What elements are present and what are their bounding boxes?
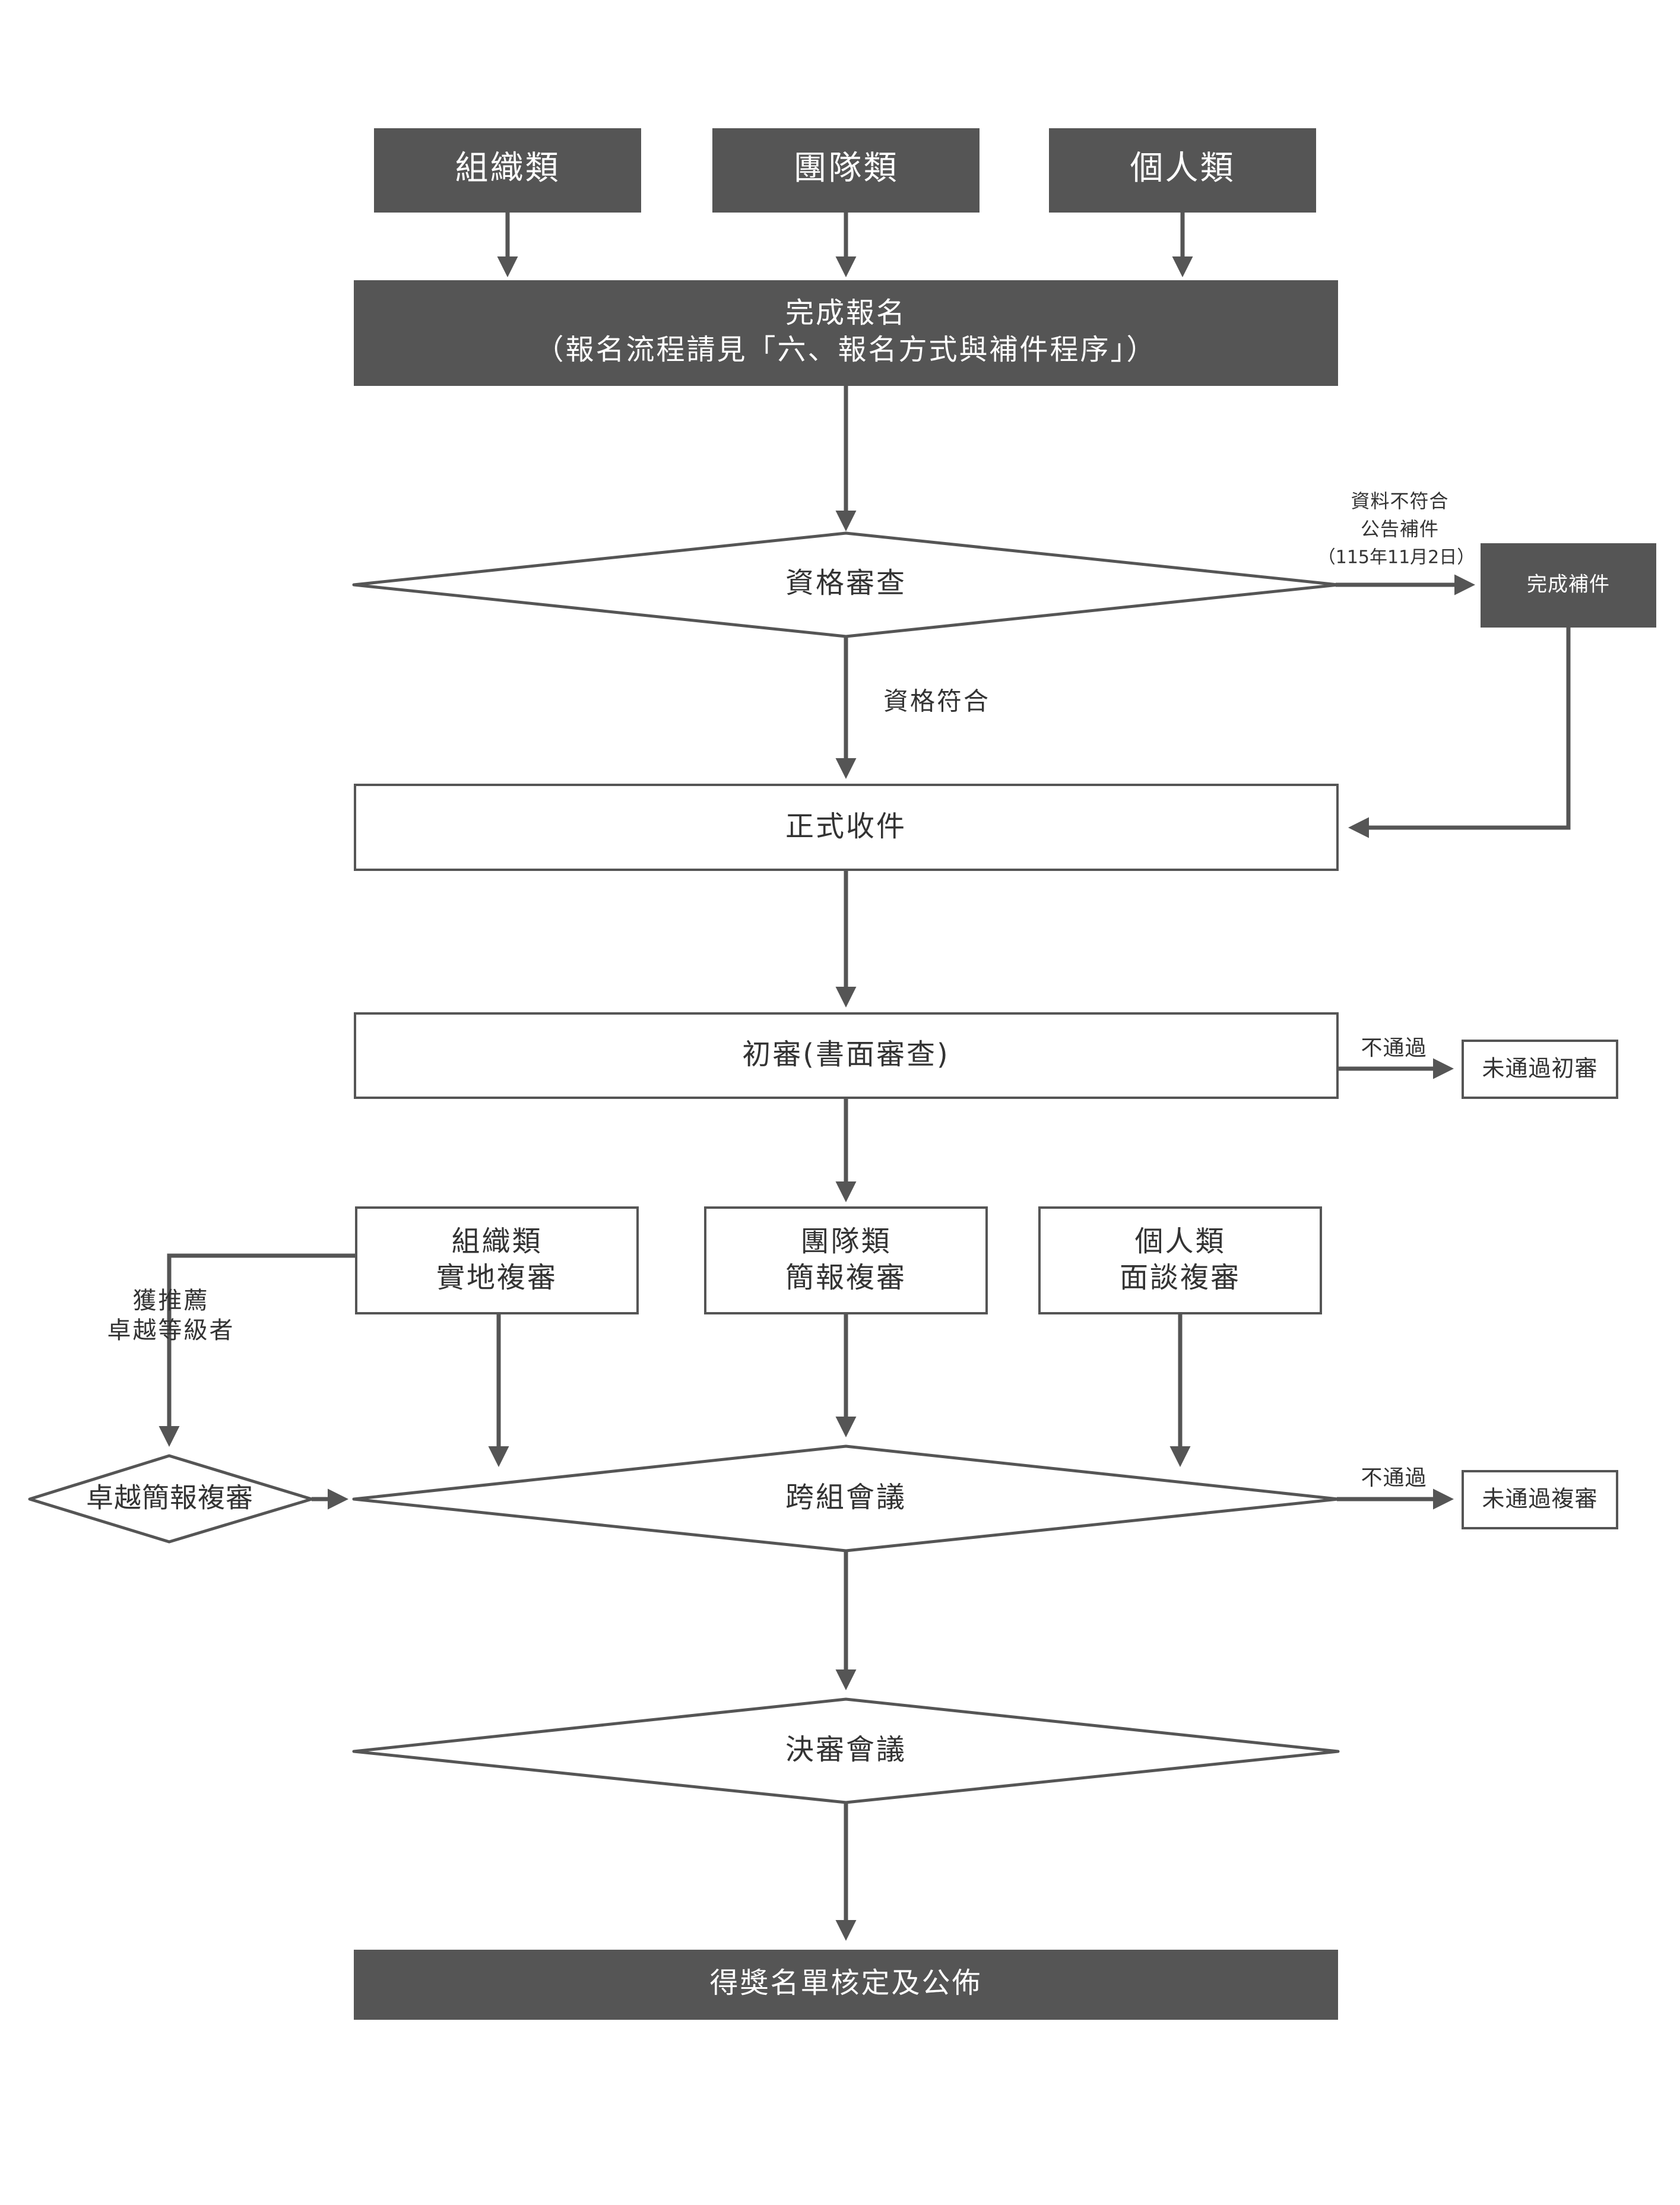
excellence-review-label: 卓越簡報複審 <box>86 1482 253 1514</box>
team-review-line1: 團隊類 <box>800 1225 891 1258</box>
qualification-diamond <box>352 531 1340 638</box>
supplement-note-line1: 資料不符合 <box>1351 490 1448 512</box>
final-meeting-diamond <box>352 1697 1340 1804</box>
org-category-box <box>374 128 641 213</box>
result-label: 得獎名單核定及公佈 <box>709 1966 982 2000</box>
nodes <box>28 128 1656 2020</box>
final-meeting-label: 決審會議 <box>785 1733 906 1766</box>
org-review-box <box>355 1206 639 1314</box>
connectors <box>159 211 1571 1941</box>
team-category-label: 團隊類 <box>794 149 899 188</box>
supplement-done-label: 完成補件 <box>1527 573 1610 597</box>
registration-line2: （報名流程請見「六、報名方式與補件程序」） <box>535 333 1156 366</box>
individual-category-box <box>1049 128 1316 213</box>
supplement-note-line3: （115年11月2日） <box>1318 547 1475 568</box>
individual-review-box <box>1038 1206 1322 1314</box>
individual-category-label: 個人類 <box>1130 149 1235 188</box>
connector-supplement-to-formal-receipt <box>1348 626 1571 838</box>
cross-meeting-fail-label: 不通過 <box>1361 1466 1427 1490</box>
org-review-line1: 組織類 <box>451 1225 542 1258</box>
first-review-label: 初審(書面審查) <box>742 1038 949 1071</box>
cross-meeting-diamond <box>352 1444 1340 1553</box>
qualification-pass-label: 資格符合 <box>883 687 990 716</box>
team-category-box <box>712 128 980 213</box>
excellence-review-diamond <box>28 1454 313 1544</box>
first-review-fail-label: 不通過 <box>1361 1036 1427 1060</box>
first-review-box <box>354 1012 1339 1099</box>
cross-meeting-label: 跨組會議 <box>785 1481 906 1514</box>
excellence-note-line1: 獲推薦 <box>133 1287 210 1314</box>
formal-receipt-label: 正式收件 <box>785 810 906 843</box>
first-review-fail-result: 未通過初審 <box>1482 1056 1597 1082</box>
cross-meeting-fail-result: 未通過複審 <box>1482 1486 1597 1512</box>
cross-meeting-fail-box <box>1462 1470 1618 1529</box>
excellence-note-line2: 卓越等級者 <box>107 1317 235 1344</box>
qualification-label: 資格審查 <box>785 566 906 600</box>
supplement-note-line2: 公告補件 <box>1361 518 1439 540</box>
registration-line1: 完成報名 <box>785 296 906 330</box>
first-review-fail-box <box>1462 1040 1618 1099</box>
individual-review-line1: 個人類 <box>1134 1225 1225 1258</box>
team-review-box <box>704 1206 988 1314</box>
connector-org-review-to-excellence <box>159 1253 356 1447</box>
team-review-line2: 簡報複審 <box>785 1261 906 1294</box>
supplement-done-box <box>1481 543 1656 628</box>
formal-receipt-box <box>354 784 1339 871</box>
result-box <box>354 1950 1338 2020</box>
org-review-line2: 實地複審 <box>436 1261 557 1294</box>
org-category-label: 組織類 <box>455 149 560 188</box>
registration-box <box>354 280 1338 386</box>
individual-review-line2: 面談複審 <box>1120 1261 1241 1294</box>
labels: 組織類 團隊類 個人類 完成報名 （報名流程請見「六、報名方式與補件程序」） 資… <box>86 149 1610 2000</box>
